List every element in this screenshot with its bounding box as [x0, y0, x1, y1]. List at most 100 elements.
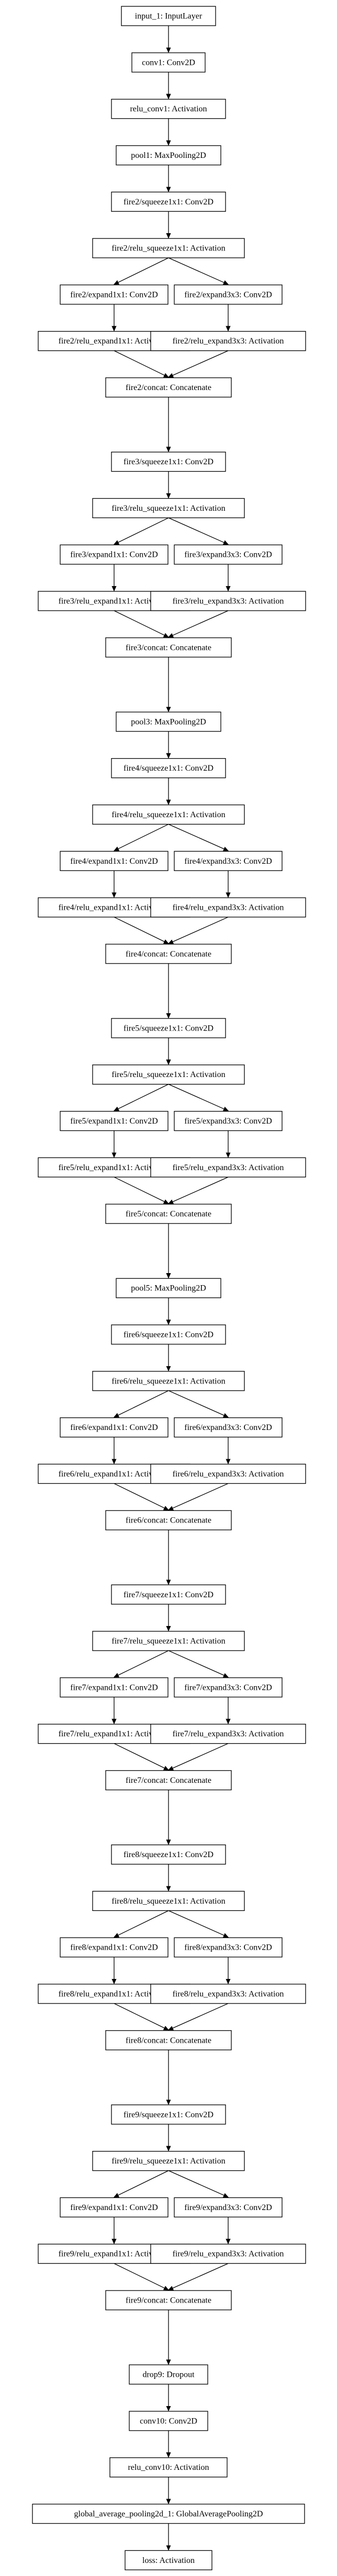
node-label: conv10: Conv2D [140, 2417, 197, 2425]
node-box [111, 758, 226, 778]
node-fire9-e1: fire9/expand1x1: Conv2D [60, 2197, 168, 2218]
node-box [111, 1018, 226, 1038]
node-label: fire7/expand3x3: Conv2D [184, 1683, 272, 1692]
node-fire4-re3: fire4/relu_expand3x3: Activation [150, 897, 306, 918]
node-label: fire3/relu_expand1x1: Activation [59, 597, 170, 606]
node-label: fire8/relu_expand3x3: Activation [173, 1989, 284, 1998]
node-box [150, 1724, 306, 1744]
node-label: relu_conv10: Activation [128, 2463, 209, 2472]
node-fire9-re3: fire9/relu_expand3x3: Activation [150, 2243, 306, 2264]
node-label: fire2/expand3x3: Conv2D [184, 290, 272, 299]
edge-fire4_re3-to-fire4_cat [168, 917, 229, 944]
edge-fire6_relu_sq-to-fire6_e1 [114, 1390, 169, 1418]
node-fire4-cat: fire4/concat: Concatenate [105, 944, 232, 964]
edge-fire6_re1-to-fire6_cat [114, 1483, 168, 1510]
node-box [60, 1937, 168, 1957]
node-fire4-e3: fire4/expand3x3: Conv2D [174, 851, 283, 871]
node-box [111, 99, 226, 119]
node-box [150, 2243, 306, 2264]
node-label: fire3/expand1x1: Conv2D [70, 551, 158, 559]
node-label: fire9/expand3x3: Conv2D [184, 2203, 272, 2212]
node-drop9: drop9: Dropout [129, 2364, 208, 2385]
node-label: fire4/relu_squeeze1x1: Activation [111, 810, 225, 819]
edge-fire3_relu_sq-to-fire3_e1 [114, 517, 169, 545]
node-label: fire8/concat: Concatenate [126, 2036, 211, 2045]
node-fire9-relu-sq: fire9/relu_squeeze1x1: Activation [92, 2150, 245, 2171]
node-fire8-cat: fire8/concat: Concatenate [105, 2030, 232, 2051]
node-label: fire7/relu_squeeze1x1: Activation [111, 1637, 225, 1646]
node-label: fire2/relu_expand3x3: Activation [173, 337, 284, 346]
node-label: fire3/relu_squeeze1x1: Activation [111, 504, 225, 513]
edge-fire6_relu_sq-to-fire6_e3 [168, 1390, 228, 1418]
node-label: fire6/relu_expand3x3: Activation [173, 1470, 284, 1479]
node-box [150, 897, 306, 918]
node-fire9-sq: fire9/squeeze1x1: Conv2D [111, 2104, 226, 2125]
node-label: fire3/concat: Concatenate [126, 643, 211, 652]
node-fire3-e3: fire3/expand3x3: Conv2D [174, 544, 283, 565]
edge-fire9_re1-to-fire9_cat [114, 2263, 168, 2291]
node-fire7-e3: fire7/expand3x3: Conv2D [174, 1677, 283, 1698]
node-label: fire9/relu_squeeze1x1: Activation [111, 2157, 225, 2166]
node-box [60, 544, 168, 565]
node-fire8-e1: fire8/expand1x1: Conv2D [60, 1937, 168, 1957]
edge-fire5_re1-to-fire5_cat [114, 1176, 168, 1204]
edge-fire8_relu_sq-to-fire8_e1 [114, 1910, 169, 1938]
edge-fire2_relu_sq-to-fire2_e1 [114, 257, 169, 285]
node-conv10: conv10: Conv2D [129, 2411, 208, 2431]
node-box [121, 6, 216, 26]
node-box [60, 1417, 168, 1438]
node-fire8-re3: fire8/relu_expand3x3: Activation [150, 1984, 306, 2004]
edges [114, 26, 228, 2550]
node-input-1: input_1: InputLayer [121, 6, 216, 26]
node-label: fire8/expand1x1: Conv2D [70, 1943, 158, 1952]
node-fire2-e1: fire2/expand1x1: Conv2D [60, 284, 168, 305]
edge-fire8_re1-to-fire8_cat [114, 2003, 168, 2031]
node-box [174, 2197, 283, 2218]
node-fire5-cat: fire5/concat: Concatenate [105, 1204, 232, 1224]
node-label: fire6/relu_expand1x1: Activation [59, 1470, 170, 1479]
node-label: relu_conv1: Activation [130, 105, 207, 113]
node-label: fire8/expand3x3: Conv2D [184, 1943, 272, 1952]
node-label: fire8/squeeze1x1: Conv2D [123, 1850, 214, 1859]
node-fire6-e3: fire6/expand3x3: Conv2D [174, 1417, 283, 1438]
node-label: fire2/squeeze1x1: Conv2D [123, 198, 214, 207]
node-label: fire5/relu_expand1x1: Activation [59, 1163, 170, 1172]
node-box [92, 1371, 245, 1391]
node-box [105, 2030, 232, 2051]
node-label: fire5/relu_squeeze1x1: Activation [111, 1070, 225, 1079]
edge-fire7_relu_sq-to-fire7_e1 [114, 1650, 169, 1678]
node-fire6-cat: fire6/concat: Concatenate [105, 1510, 232, 1530]
node-fire4-e1: fire4/expand1x1: Conv2D [60, 851, 168, 871]
node-label: fire5/expand1x1: Conv2D [70, 1117, 158, 1126]
node-label: fire2/relu_squeeze1x1: Activation [111, 244, 225, 253]
node-label: loss: Activation [142, 2556, 195, 2565]
node-box [105, 1770, 232, 1791]
node-box [111, 1844, 226, 1865]
node-box [105, 637, 232, 658]
node-label: drop9: Dropout [142, 2371, 195, 2379]
node-fire3-re3: fire3/relu_expand3x3: Activation [150, 591, 306, 611]
node-box [92, 238, 245, 258]
node-loss: loss: Activation [125, 2550, 212, 2570]
edge-fire4_relu_sq-to-fire4_e3 [168, 823, 228, 851]
edge-fire5_relu_sq-to-fire5_e3 [168, 1084, 228, 1112]
node-box [111, 2104, 226, 2125]
node-label: fire9/expand1x1: Conv2D [70, 2203, 158, 2212]
node-box [92, 498, 245, 519]
node-box [125, 2550, 212, 2570]
node-label: fire9/relu_expand1x1: Activation [59, 2250, 170, 2259]
node-fire7-sq: fire7/squeeze1x1: Conv2D [111, 1584, 226, 1605]
node-label: fire7/relu_expand3x3: Activation [173, 1730, 284, 1738]
node-box [116, 145, 221, 166]
node-fire2-re3: fire2/relu_expand3x3: Activation [150, 331, 306, 351]
node-box [174, 851, 283, 871]
node-box [116, 1278, 221, 1298]
edge-fire8_re3-to-fire8_cat [168, 2003, 229, 2031]
node-label: fire4/expand1x1: Conv2D [70, 857, 158, 866]
node-fire7-e1: fire7/expand1x1: Conv2D [60, 1677, 168, 1698]
node-label: fire3/expand3x3: Conv2D [184, 551, 272, 559]
edge-fire3_re1-to-fire3_cat [114, 610, 168, 638]
edge-fire9_relu_sq-to-fire9_e1 [114, 2170, 169, 2198]
node-box [109, 2457, 228, 2478]
